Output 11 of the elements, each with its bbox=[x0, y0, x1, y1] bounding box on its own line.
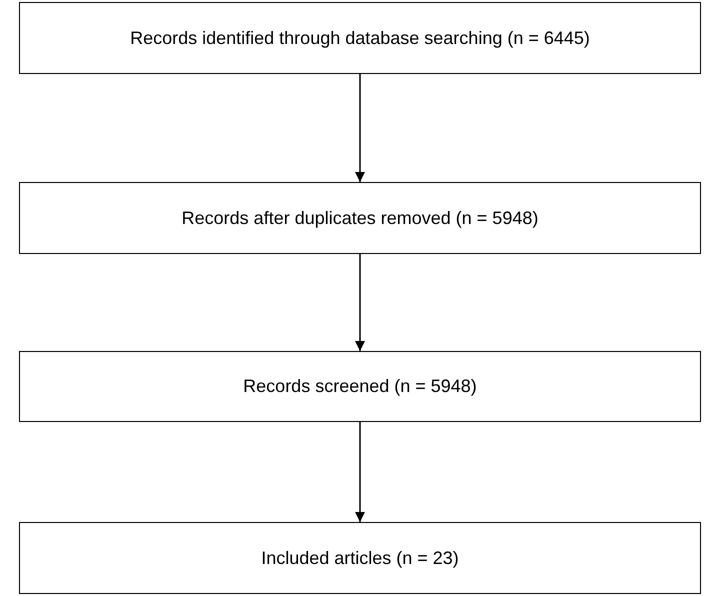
arrow bbox=[355, 254, 365, 351]
process-box bbox=[19, 351, 701, 422]
arrow bbox=[355, 422, 365, 522]
box-text: Included articles (n = 23) bbox=[261, 546, 459, 570]
arrow bbox=[355, 74, 365, 182]
process-box bbox=[19, 2, 701, 74]
box-text: Records screened (n = 5948) bbox=[243, 375, 477, 398]
box-text: Records after duplicates removed (n = 5948) bbox=[182, 206, 538, 230]
box-text: Records identified through database searching (n = 6445) bbox=[130, 26, 590, 50]
process-box bbox=[19, 182, 701, 254]
process-box bbox=[19, 522, 701, 594]
